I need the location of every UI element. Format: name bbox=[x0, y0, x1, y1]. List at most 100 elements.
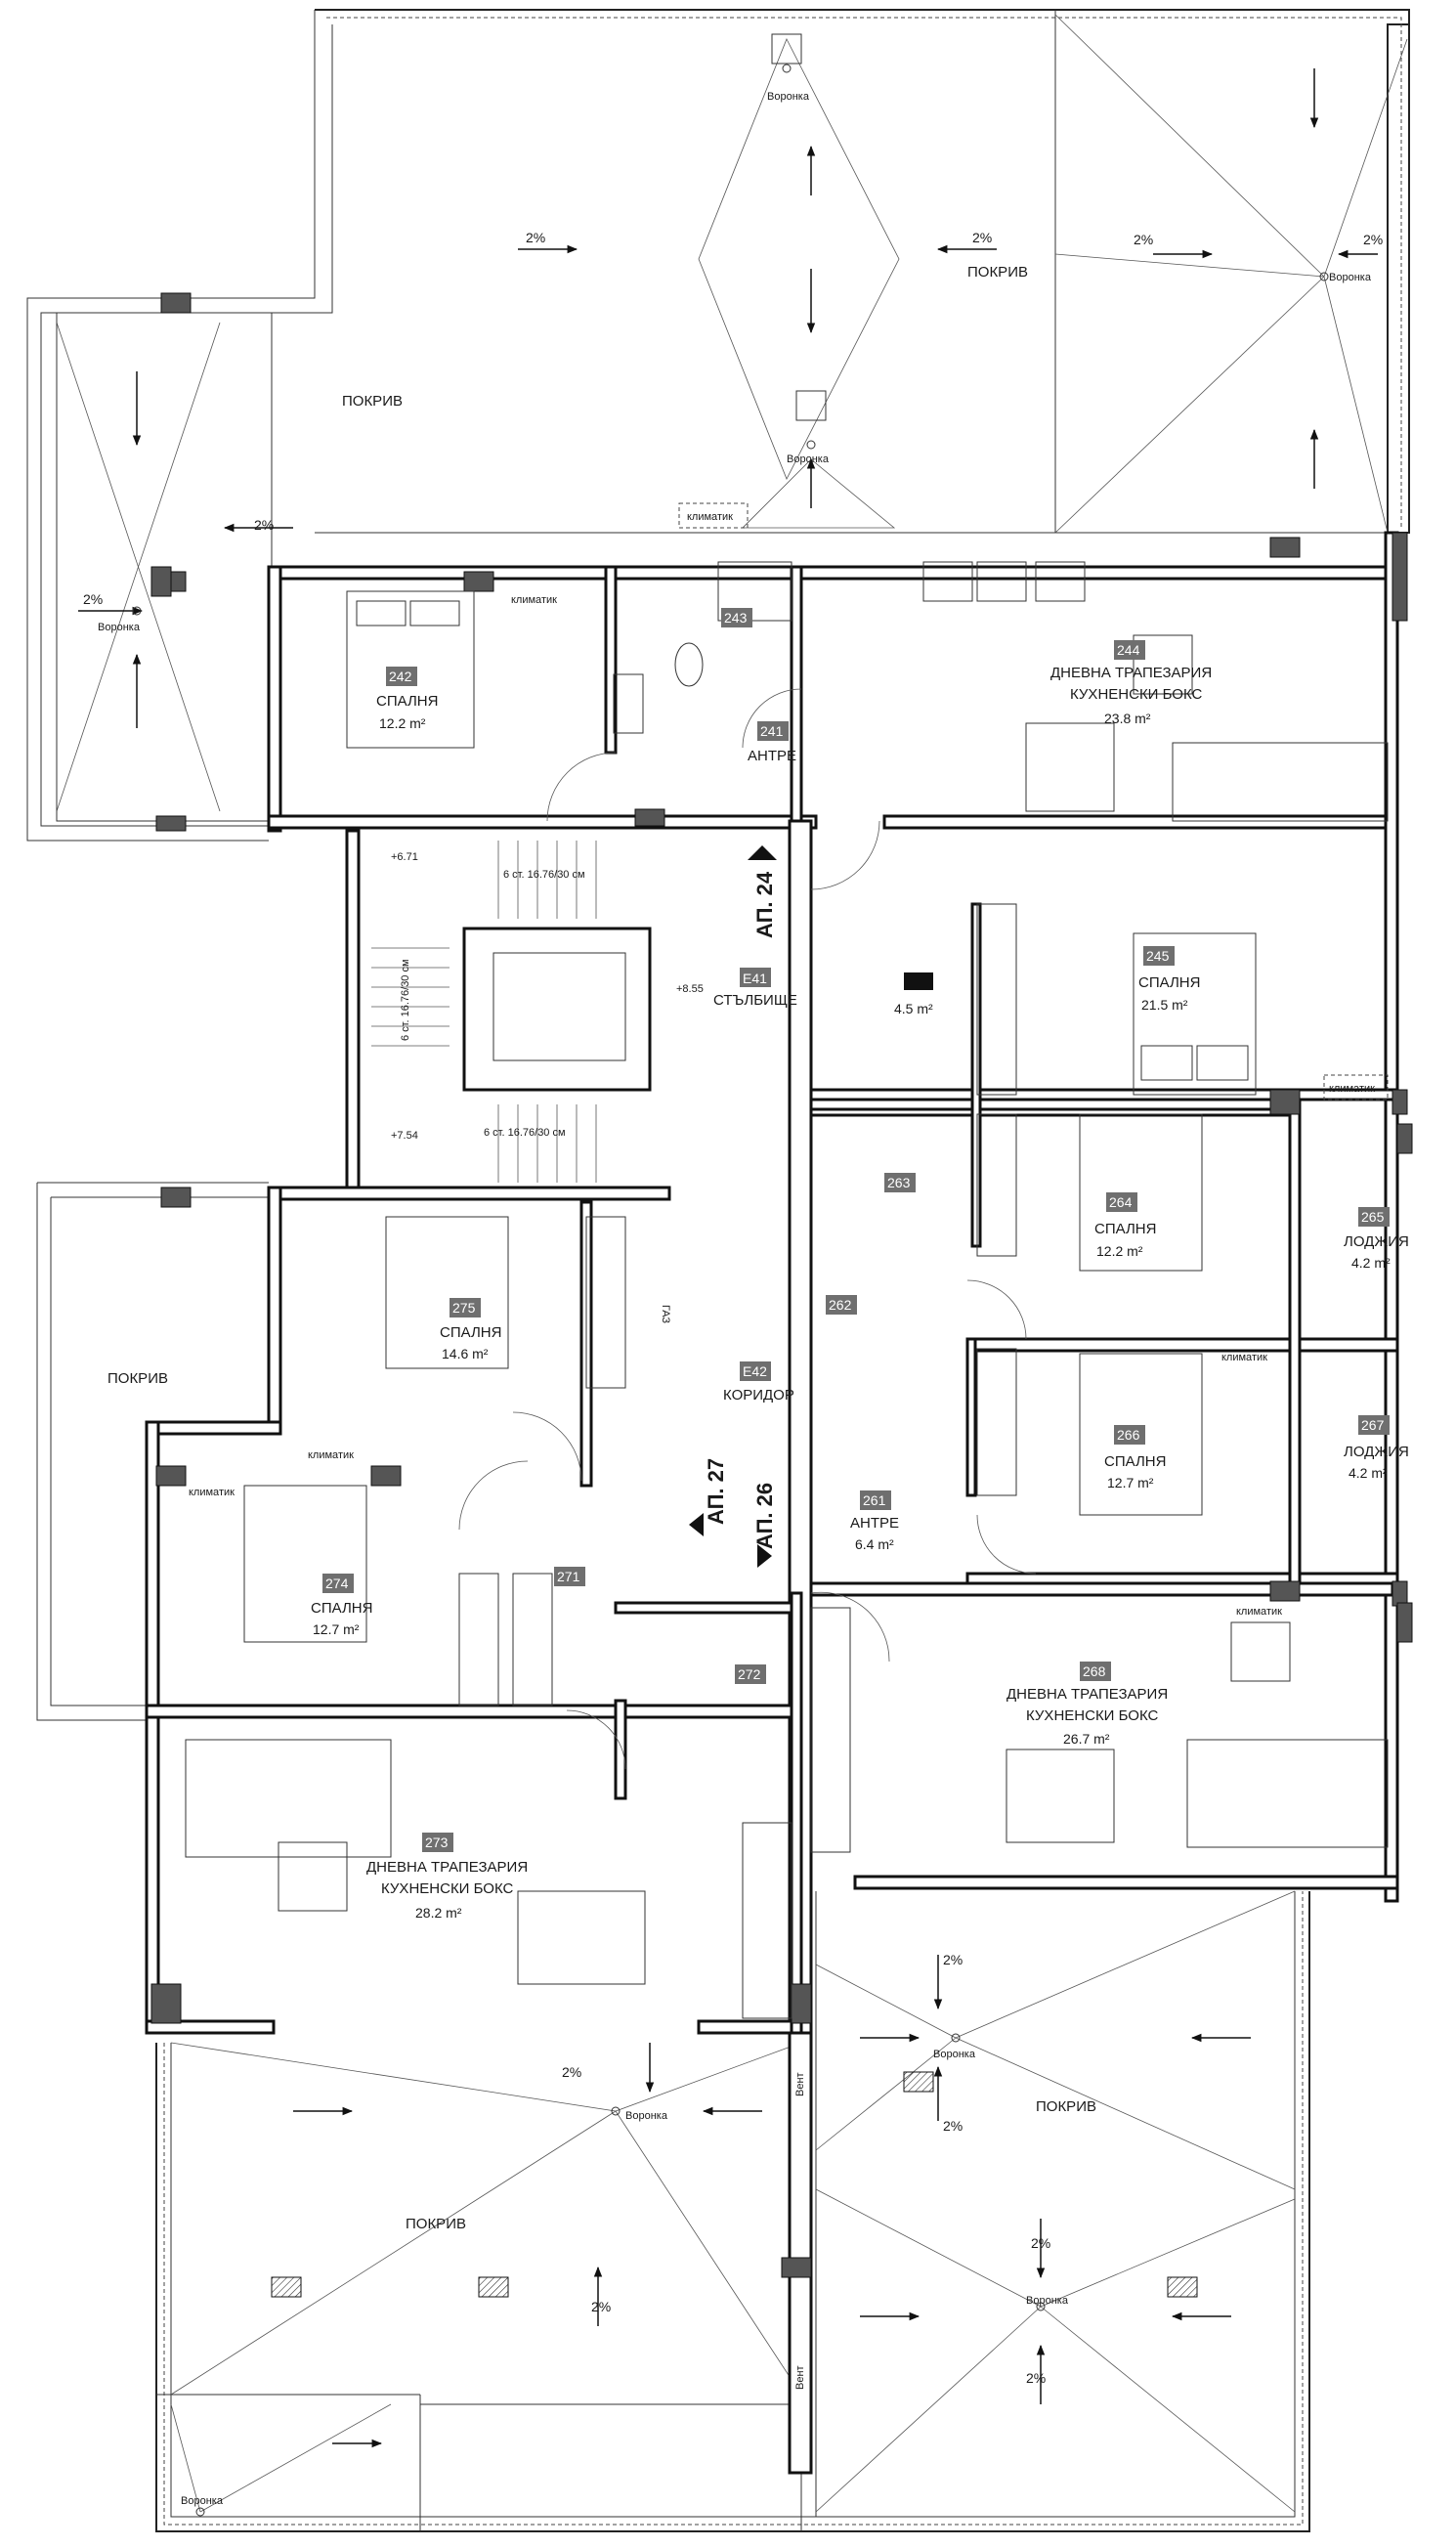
slope-label: 2% bbox=[1134, 232, 1153, 247]
slope-label: 2% bbox=[1363, 232, 1383, 247]
room-name-268: ДНЕВНА ТРАПЕЗАРИЯ bbox=[1006, 1686, 1168, 1703]
roof-label-left: ПОКРИВ bbox=[107, 1370, 168, 1387]
room-name2-268: КУХНЕНСКИ БОКС bbox=[1026, 1707, 1159, 1724]
ac-label: климатик bbox=[1329, 1083, 1375, 1095]
stair-steps-mid: 6 ст. 16.76/30 см bbox=[400, 959, 411, 1041]
drain-label: Воронка bbox=[181, 2495, 224, 2507]
stair-level-1: +6.71 bbox=[391, 851, 418, 863]
slope-label: 2% bbox=[526, 230, 545, 245]
ac-label: климатик bbox=[1236, 1606, 1282, 1618]
slope-label: 2% bbox=[591, 2299, 611, 2314]
room-area-261: 6.4 m² bbox=[855, 1536, 894, 1552]
room-name-245: СПАЛНЯ bbox=[1138, 974, 1200, 991]
stair-steps-top: 6 ст. 16.76/30 см bbox=[503, 869, 585, 881]
room-tag-262: 262 bbox=[829, 1297, 852, 1313]
corridor-tag: E42 bbox=[743, 1363, 767, 1379]
room-tag-261: 261 bbox=[863, 1492, 886, 1508]
ac-label: климатик bbox=[189, 1487, 235, 1498]
ac-label: климатик bbox=[511, 594, 557, 606]
room-tag-245: 245 bbox=[1146, 948, 1170, 964]
room-area-244: 23.8 m² bbox=[1104, 711, 1151, 726]
stair-name: СТЪЛБИЩЕ bbox=[713, 992, 797, 1009]
slope-label: 2% bbox=[972, 230, 992, 245]
slope-label: 2% bbox=[943, 1952, 963, 1967]
columns bbox=[150, 292, 1413, 2298]
room-tag-268: 268 bbox=[1083, 1663, 1106, 1679]
room-name-275: СПАЛНЯ bbox=[440, 1324, 501, 1341]
room-area-264: 12.2 m² bbox=[1096, 1243, 1143, 1259]
ac-label: климатик bbox=[308, 1449, 354, 1461]
drain-labels: Воронка Воронка Воронка Воронка Воронка … bbox=[98, 91, 1372, 2507]
corridor-name: КОРИДОР bbox=[723, 1387, 794, 1404]
stair-labels: E41 СТЪЛБИЩЕ +6.71 +8.55 +7.54 6 ст. 16.… bbox=[391, 851, 797, 1142]
roof-label-top-left: ПОКРИВ bbox=[342, 393, 403, 410]
apartment-label-ap27: АП. 27 bbox=[704, 1458, 728, 1525]
room-name-274: СПАЛНЯ bbox=[311, 1600, 372, 1617]
room-tag-241: 241 bbox=[760, 723, 784, 739]
ac-label: климатик bbox=[687, 511, 733, 523]
furniture bbox=[185, 561, 1389, 2019]
drain-label: Воронка bbox=[787, 453, 830, 465]
room-tag-243: 243 bbox=[724, 610, 748, 626]
room-tag-265: 265 bbox=[1361, 1209, 1385, 1225]
vent-label: Вент bbox=[794, 2365, 806, 2390]
slope-labels: 2% 2% 2% 2% 2% 2% 2% 2% 2% 2% 2% 2% bbox=[83, 230, 1383, 2386]
drain-label: Воронка bbox=[1026, 2295, 1069, 2307]
room-tag-271: 271 bbox=[557, 1569, 580, 1584]
slope-arrows bbox=[78, 68, 1378, 2448]
drain-label: Воронка bbox=[933, 2049, 976, 2060]
room-name-266: СПАЛНЯ bbox=[1104, 1453, 1166, 1470]
slope-label: 2% bbox=[83, 591, 103, 607]
room-tag-267: 267 bbox=[1361, 1417, 1385, 1433]
room-area-bath: 4.5 m² bbox=[894, 1001, 933, 1016]
room-area-268: 26.7 m² bbox=[1063, 1731, 1110, 1747]
room-area-274: 12.7 m² bbox=[313, 1621, 360, 1637]
room-area-245: 21.5 m² bbox=[1141, 997, 1188, 1013]
vent-label: Вент bbox=[794, 2072, 806, 2096]
slope-label: 2% bbox=[943, 2118, 963, 2134]
room-area-275: 14.6 m² bbox=[442, 1346, 489, 1361]
room-tag-275: 275 bbox=[452, 1300, 476, 1316]
room-tag-266: 266 bbox=[1117, 1427, 1140, 1443]
room-name-261: АНТРЕ bbox=[850, 1515, 899, 1532]
room-name-241: АНТРЕ bbox=[748, 748, 796, 764]
room-tag-274: 274 bbox=[325, 1576, 349, 1591]
room-tag-272: 272 bbox=[738, 1666, 761, 1682]
slope-label: 2% bbox=[562, 2064, 581, 2080]
room-area-266: 12.7 m² bbox=[1107, 1475, 1154, 1490]
room-name-265: ЛОДЖИЯ bbox=[1344, 1233, 1409, 1250]
apartment-label-ap26: АП. 26 bbox=[752, 1483, 777, 1549]
room-area-267: 4.2 m² bbox=[1349, 1465, 1388, 1481]
room-tag-264: 264 bbox=[1109, 1194, 1133, 1210]
drain-label: Воронка bbox=[1329, 272, 1372, 283]
room-area-265: 4.2 m² bbox=[1351, 1255, 1391, 1271]
room-name-264: СПАЛНЯ bbox=[1094, 1221, 1156, 1237]
ac-label: климатик bbox=[1221, 1352, 1267, 1363]
room-tag-263: 263 bbox=[887, 1175, 911, 1190]
stair-level-2: +8.55 bbox=[676, 983, 704, 995]
drain-label: Воронка bbox=[767, 91, 810, 103]
slope-label: 2% bbox=[254, 517, 274, 533]
room-name-244: ДНЕВНА ТРАПЕЗАРИЯ bbox=[1050, 665, 1212, 681]
apartment-label-ap24: АП. 24 bbox=[752, 871, 777, 938]
drain-label: Воронка bbox=[98, 622, 141, 633]
stair-steps-bottom: 6 ст. 16.76/30 см bbox=[484, 1127, 566, 1139]
roof-drains bbox=[132, 33, 1329, 2517]
room-name-273: ДНЕВНА ТРАПЕЗАРИЯ bbox=[366, 1859, 528, 1876]
room-tag-273: 273 bbox=[425, 1835, 449, 1850]
room-name-267: ЛОДЖИЯ bbox=[1344, 1444, 1409, 1460]
slope-label: 2% bbox=[1031, 2235, 1050, 2251]
room-tag-244: 244 bbox=[1117, 642, 1140, 658]
walls bbox=[145, 531, 1399, 2475]
roof-label-bottom-left: ПОКРИВ bbox=[406, 2216, 466, 2232]
stair-tag: E41 bbox=[743, 971, 767, 986]
roof-label-bottom-right: ПОКРИВ bbox=[1036, 2098, 1096, 2115]
room-area-242: 12.2 m² bbox=[379, 715, 426, 731]
stair-level-3: +7.54 bbox=[391, 1130, 418, 1142]
room-name-242: СПАЛНЯ bbox=[376, 693, 438, 710]
door-swings bbox=[458, 688, 1037, 1770]
drain-label: Воронка bbox=[625, 2110, 668, 2122]
stair-treads bbox=[371, 841, 597, 1183]
